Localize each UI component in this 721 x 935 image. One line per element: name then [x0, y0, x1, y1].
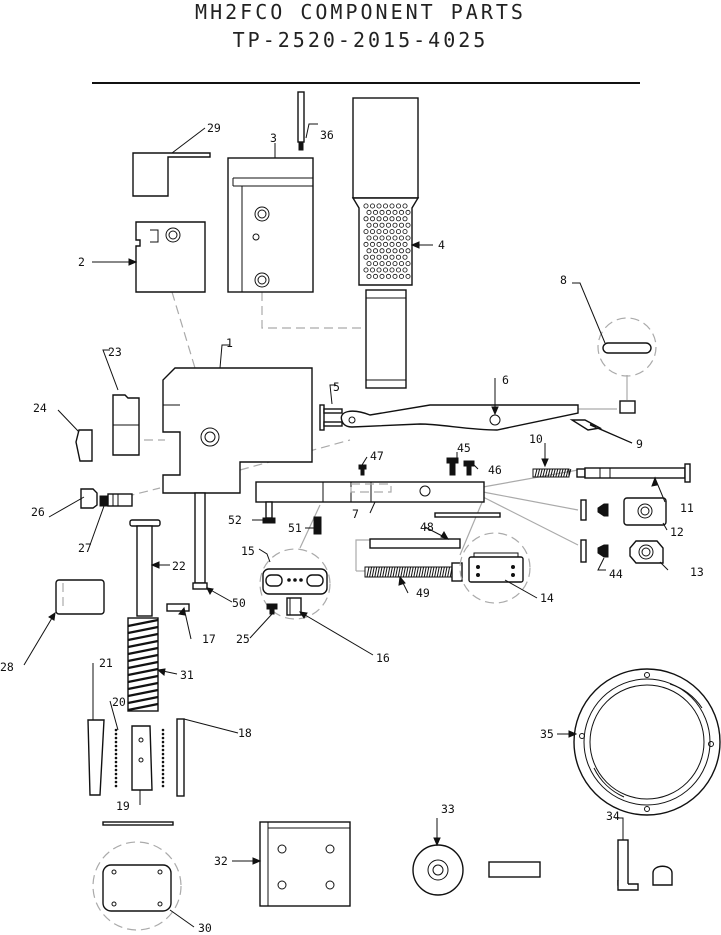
label-7: 7	[352, 507, 359, 521]
label-15: 15	[241, 544, 255, 558]
label-1: 1	[226, 336, 233, 350]
label-49: 49	[416, 586, 430, 600]
label-51: 51	[288, 521, 302, 535]
part-24-wedge	[75, 429, 93, 462]
label-23: 23	[108, 345, 122, 359]
label-34: 34	[606, 809, 620, 823]
label-6: 6	[502, 373, 509, 387]
label-36: 36	[320, 128, 334, 142]
part-7-slide-bar	[255, 481, 485, 503]
part-29-bracket	[132, 152, 211, 197]
part-3-block	[227, 157, 314, 293]
label-33: 33	[441, 802, 455, 816]
label-9: 9	[636, 437, 643, 451]
label-2: 2	[78, 255, 85, 269]
label-12: 12	[670, 525, 684, 539]
part-1-main-body	[162, 367, 313, 494]
label-4: 4	[438, 238, 445, 252]
part-33-washer	[412, 844, 541, 896]
label-20: 20	[112, 695, 126, 709]
label-19: 19	[116, 799, 130, 813]
label-27: 27	[78, 541, 92, 555]
label-48: 48	[420, 520, 434, 534]
label-17: 17	[202, 632, 216, 646]
part-13-end-cap	[580, 539, 664, 564]
part-50-post	[192, 492, 208, 590]
label-11: 11	[680, 501, 694, 515]
part-36-pin	[297, 91, 305, 151]
part-5-spring-pins	[319, 404, 343, 431]
label-26: 26	[31, 505, 45, 519]
part-28-sleeve	[55, 579, 105, 615]
label-50: 50	[232, 596, 246, 610]
label-29: 29	[207, 121, 221, 135]
part-12-end-cap	[580, 497, 667, 526]
part-2-plate	[135, 221, 206, 293]
label-18: 18	[238, 726, 252, 740]
label-22: 22	[172, 559, 186, 573]
label-10: 10	[529, 432, 543, 446]
label-3: 3	[270, 131, 277, 145]
label-31: 31	[180, 668, 194, 682]
title-line-2: TP-2520-2015-4025	[232, 28, 489, 52]
label-47: 47	[370, 449, 384, 463]
parts-18-21-jaw-set	[87, 718, 185, 797]
part-31-worm-gear	[127, 617, 159, 712]
part-34-pin	[617, 839, 673, 891]
part-32-bracket	[259, 821, 351, 907]
parts-45-46-47-screws	[358, 457, 475, 476]
label-16: 16	[376, 651, 390, 665]
label-14: 14	[540, 591, 554, 605]
part-number-labels: 29 3 36 4 2 1 23 24 5 6 8 9 10 11 12 13 …	[0, 121, 704, 935]
part-22-spindle	[129, 519, 161, 617]
label-21: 21	[99, 656, 113, 670]
label-28: 28	[0, 660, 14, 674]
part-11-shaft	[576, 463, 691, 483]
part-17-key	[166, 603, 190, 612]
label-52: 52	[228, 513, 242, 527]
part-49-lead-screw	[364, 562, 463, 582]
leader-arrowheads	[48, 241, 658, 865]
part-8-slot-detail	[597, 317, 657, 414]
drawing-title: MH2FCO COMPONENT PARTS TP-2520-2015-4025	[0, 0, 721, 51]
part-23-jaw	[112, 394, 140, 456]
part-4-grip-cylinder	[351, 97, 420, 389]
part-48-rod	[369, 538, 461, 549]
parts-26-27	[80, 488, 133, 509]
label-13: 13	[690, 565, 704, 579]
label-8: 8	[560, 273, 567, 287]
label-30: 30	[198, 921, 212, 935]
label-44: 44	[609, 567, 623, 581]
label-32: 32	[214, 854, 228, 868]
label-35: 35	[540, 727, 554, 741]
part-15-detail	[259, 548, 331, 620]
label-5: 5	[333, 380, 340, 394]
part-4-knurl-pattern	[363, 203, 411, 279]
part-14-detail	[459, 532, 531, 604]
part-10-spring	[532, 468, 572, 478]
part-9-clip	[569, 419, 603, 431]
label-24: 24	[33, 401, 47, 415]
part-6-lever	[340, 404, 579, 431]
part-35-ring	[573, 668, 721, 816]
label-25: 25	[236, 632, 250, 646]
part-30-detail	[92, 821, 182, 931]
label-46: 46	[488, 463, 502, 477]
label-45: 45	[457, 441, 471, 455]
title-line-1: MH2FCO COMPONENT PARTS	[195, 0, 526, 24]
